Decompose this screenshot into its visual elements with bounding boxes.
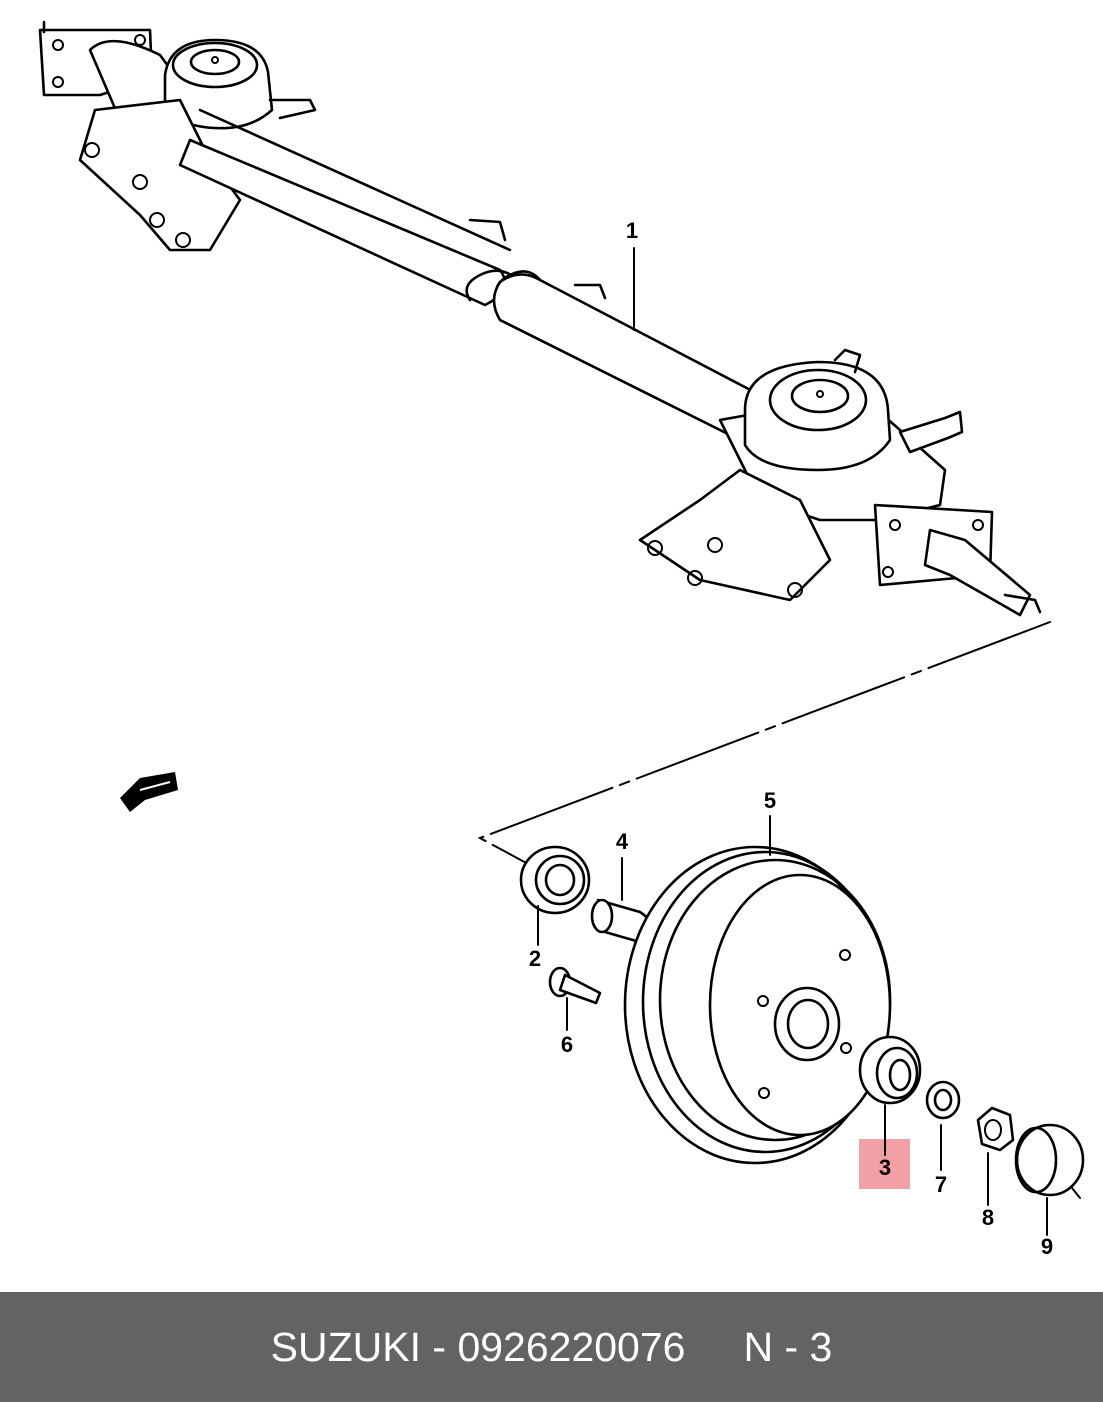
svg-text:5: 5	[764, 788, 776, 813]
bearing-part-3	[858, 1035, 922, 1105]
svg-text:8: 8	[982, 1205, 994, 1230]
callout-1: 1	[626, 218, 638, 331]
assembly-guide-line	[477, 621, 1051, 866]
svg-text:3: 3	[879, 1155, 891, 1180]
svg-text:6: 6	[561, 1032, 573, 1057]
part-info-footer: SUZUKI - 0926220076 N - 3	[0, 1292, 1103, 1402]
page-reference-text: N - 3	[743, 1323, 833, 1370]
cap-part-9: 9	[1014, 1123, 1085, 1259]
svg-text:1: 1	[626, 218, 638, 243]
brake-drum-part-5: 5	[623, 788, 892, 1165]
svg-text:2: 2	[529, 946, 541, 971]
nut-part-8: 8	[976, 1106, 1015, 1230]
svg-text:4: 4	[616, 829, 629, 854]
front-arrow-icon	[120, 772, 178, 812]
svg-text:9: 9	[1041, 1234, 1053, 1259]
washer-part-7: 7	[925, 1080, 961, 1197]
bolt-part-6: 6	[548, 966, 602, 1057]
svg-text:7: 7	[935, 1172, 947, 1197]
part-number-text: SUZUKI - 0926220076	[270, 1323, 686, 1370]
parts-diagram: 1 2 4 6 5	[38, 20, 1085, 1259]
rear-axle-beam	[38, 20, 1042, 617]
bearing-part-2: 2	[519, 845, 591, 971]
callout-3-highlighted: 3	[859, 1104, 910, 1189]
